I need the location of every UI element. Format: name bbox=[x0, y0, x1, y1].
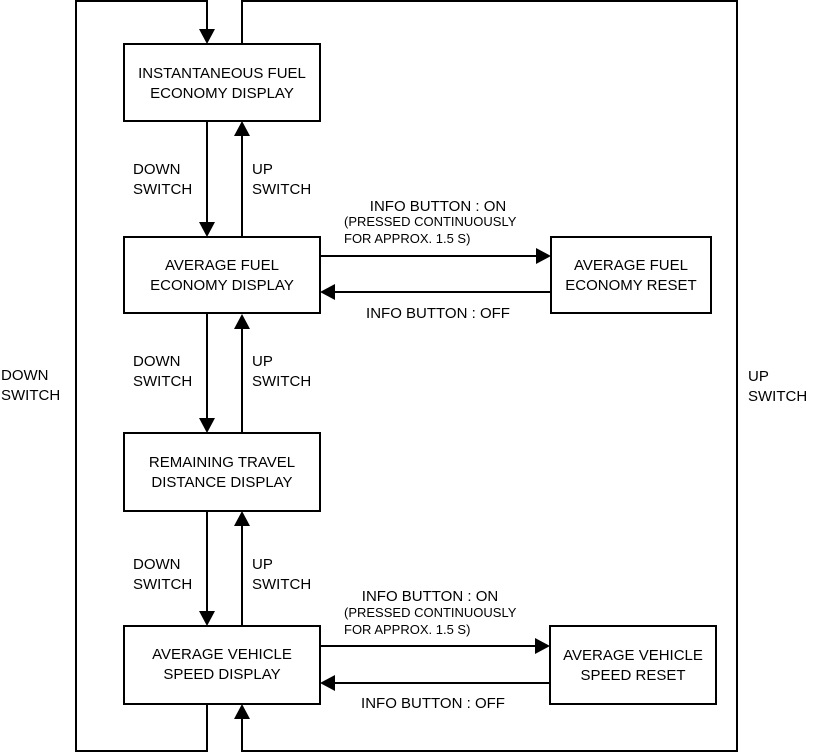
up-arrow-1-head bbox=[234, 121, 250, 136]
up-arrow-2-head bbox=[234, 314, 250, 329]
average-fuel-economy-reset-label-line2: ECONOMY RESET bbox=[565, 277, 696, 294]
average-vehicle-speed-reset-label-line2: SPEED RESET bbox=[580, 667, 685, 684]
outer-up-switch-label-line1: UP bbox=[748, 368, 769, 385]
outer-up-switch-label-line2: SWITCH bbox=[748, 388, 807, 405]
down-switch-label-1-line1: DOWN bbox=[133, 161, 181, 178]
info-on-arrow-1-head bbox=[536, 248, 551, 264]
down-arrow-1-head bbox=[199, 222, 215, 237]
down-switch-label-2-line1: DOWN bbox=[133, 353, 181, 370]
remaining-travel-distance-label-line2: DISTANCE DISPLAY bbox=[151, 474, 292, 491]
outer-down-switch-label-line2: SWITCH bbox=[1, 387, 60, 404]
instantaneous-fuel-economy-label-line1: INSTANTANEOUS FUEL bbox=[138, 65, 306, 82]
pressed-continuously-label-1-line1: (PRESSED CONTINUOUSLY bbox=[344, 214, 517, 229]
up-switch-label-2-line1: UP bbox=[252, 353, 273, 370]
down-arrow-2-head bbox=[199, 418, 215, 433]
up-switch-label-2-line2: SWITCH bbox=[252, 373, 311, 390]
instantaneous-fuel-economy-box bbox=[123, 43, 321, 122]
average-vehicle-speed-box bbox=[123, 625, 321, 705]
down-switch-label-3-line2: SWITCH bbox=[133, 576, 192, 593]
average-fuel-economy-reset-box bbox=[550, 236, 712, 314]
info-off-arrow-1-head bbox=[320, 284, 335, 300]
down-switch-label-3-line1: DOWN bbox=[133, 556, 181, 573]
pressed-continuously-label-2-line1: (PRESSED CONTINUOUSLY bbox=[344, 605, 517, 620]
average-fuel-economy-label-line2: ECONOMY DISPLAY bbox=[150, 277, 294, 294]
outer-down-switch-label-line1: DOWN bbox=[1, 367, 49, 384]
average-fuel-economy-box bbox=[123, 236, 321, 314]
up-switch-label-1-line2: SWITCH bbox=[252, 181, 311, 198]
up-switch-label-3-line2: SWITCH bbox=[252, 576, 311, 593]
info-on-arrow-2-head bbox=[535, 638, 550, 654]
outer-down-loop-arrowhead bbox=[199, 29, 215, 44]
pressed-continuously-label-2-line2: FOR APPROX. 1.5 S) bbox=[344, 622, 470, 637]
average-vehicle-speed-reset-label-line1: AVERAGE VEHICLE bbox=[563, 647, 703, 664]
outer-up-loop-arrowhead bbox=[234, 704, 250, 719]
down-switch-label-2-line2: SWITCH bbox=[133, 373, 192, 390]
average-vehicle-speed-label-line2: SPEED DISPLAY bbox=[163, 666, 280, 683]
pressed-continuously-label-1-line2: FOR APPROX. 1.5 S) bbox=[344, 231, 470, 246]
average-vehicle-speed-label-line1: AVERAGE VEHICLE bbox=[152, 646, 292, 663]
info-on-label-1: INFO BUTTON : ON bbox=[370, 198, 506, 215]
info-on-label-2: INFO BUTTON : ON bbox=[362, 588, 498, 605]
average-fuel-economy-label-line1: AVERAGE FUEL bbox=[165, 257, 279, 274]
up-switch-label-1-line1: UP bbox=[252, 161, 273, 178]
outer-up-loop-line bbox=[241, 0, 738, 752]
remaining-travel-distance-box bbox=[123, 432, 321, 512]
outer-down-loop-line bbox=[75, 0, 208, 752]
remaining-travel-distance-label-line1: REMAINING TRAVEL bbox=[149, 454, 295, 471]
average-vehicle-speed-reset-box bbox=[549, 625, 717, 705]
info-off-arrow-2-head bbox=[320, 675, 335, 691]
instantaneous-fuel-economy-label-line2: ECONOMY DISPLAY bbox=[150, 85, 294, 102]
up-arrow-3-head bbox=[234, 511, 250, 526]
info-off-label-2: INFO BUTTON : OFF bbox=[361, 695, 505, 712]
down-switch-label-1-line2: SWITCH bbox=[133, 181, 192, 198]
down-arrow-3-head bbox=[199, 611, 215, 626]
info-off-label-1: INFO BUTTON : OFF bbox=[366, 305, 510, 322]
up-switch-label-3-line1: UP bbox=[252, 556, 273, 573]
average-fuel-economy-reset-label-line1: AVERAGE FUEL bbox=[574, 257, 688, 274]
